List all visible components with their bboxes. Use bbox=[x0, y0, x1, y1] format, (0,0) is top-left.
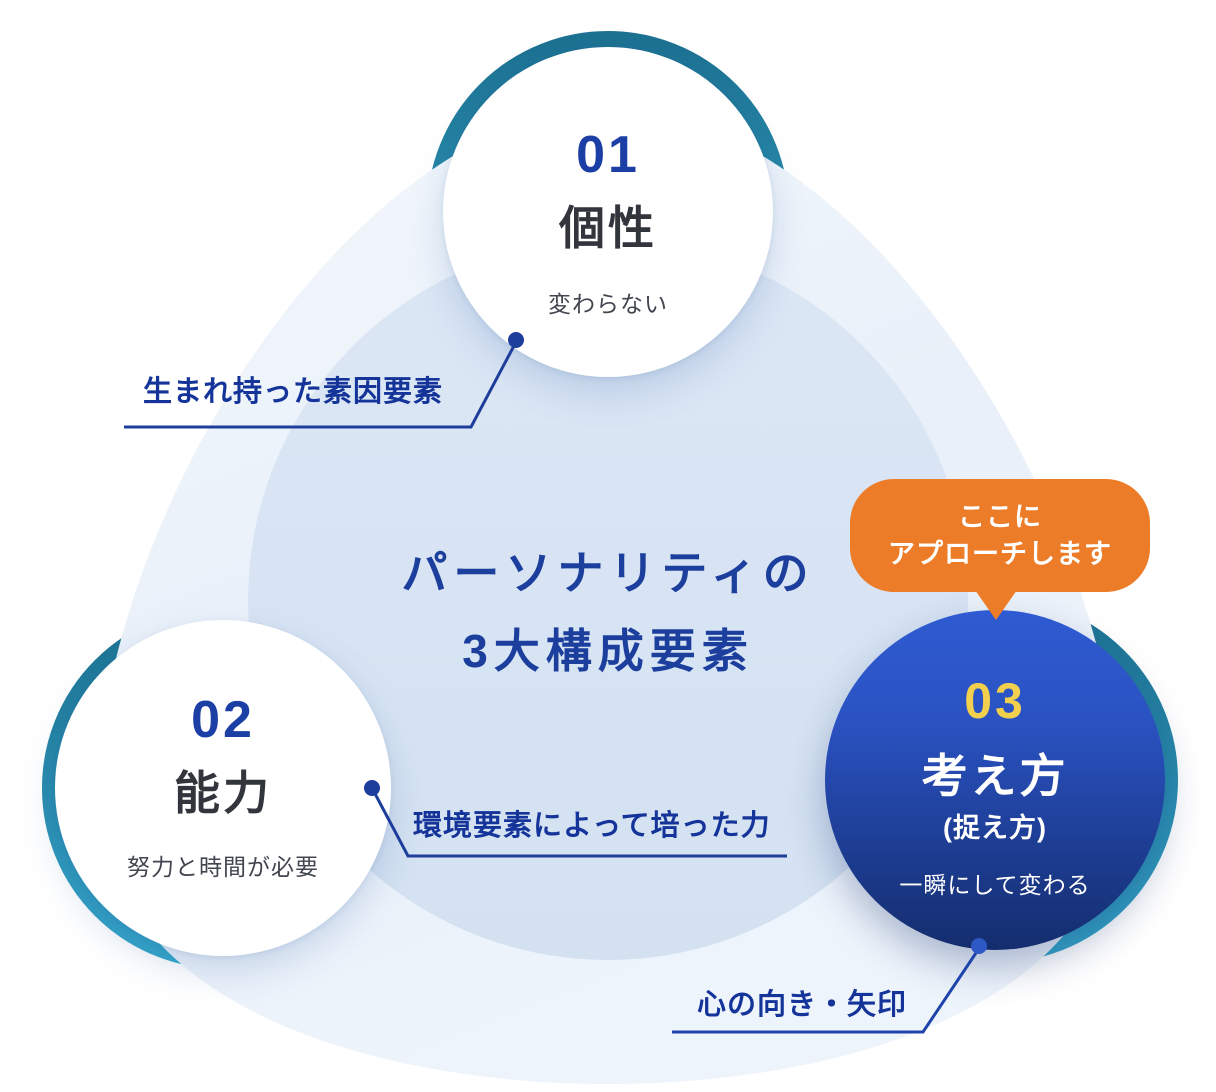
annotation-node-02: 環境要素によって培った力 bbox=[413, 810, 771, 842]
node-02-number: 02 bbox=[191, 691, 255, 749]
node-03-number: 03 bbox=[964, 673, 1026, 729]
node-02-subtext: 努力と時間が必要 bbox=[127, 854, 319, 880]
node-03-subtext: 一瞬にして変わる bbox=[899, 872, 1091, 898]
approach-callout-line1: ここに bbox=[958, 501, 1042, 532]
diagram-title-line2: 3大構成要素 bbox=[462, 625, 754, 677]
annotation-node-01: 生まれ持った素因要素 bbox=[143, 376, 444, 408]
node-01-number: 01 bbox=[576, 126, 640, 184]
node-02-heading: 能力 bbox=[174, 767, 272, 819]
node-01-subtext: 変わらない bbox=[548, 291, 668, 317]
node-03-heading: 考え方 bbox=[921, 750, 1069, 802]
node-03-kangaekata: 03 考え方 (捉え方) 一瞬にして変わる bbox=[825, 610, 1165, 950]
approach-callout-line2: アプローチします bbox=[888, 538, 1112, 569]
node-01-kosei: 01 個性 変わらない bbox=[443, 47, 773, 377]
node-03-subheading: (捉え方) bbox=[943, 813, 1047, 843]
node-01-heading: 個性 bbox=[559, 202, 657, 254]
node-02-nouryoku: 02 能力 努力と時間が必要 bbox=[55, 620, 391, 956]
diagram-title: パーソナリティの 3大構成要素 bbox=[308, 534, 908, 690]
diagram-title-line1: パーソナリティの bbox=[401, 547, 815, 599]
approach-callout: ここに アプローチします bbox=[850, 479, 1150, 620]
annotation-node-03: 心の向き・矢印 bbox=[697, 989, 908, 1021]
